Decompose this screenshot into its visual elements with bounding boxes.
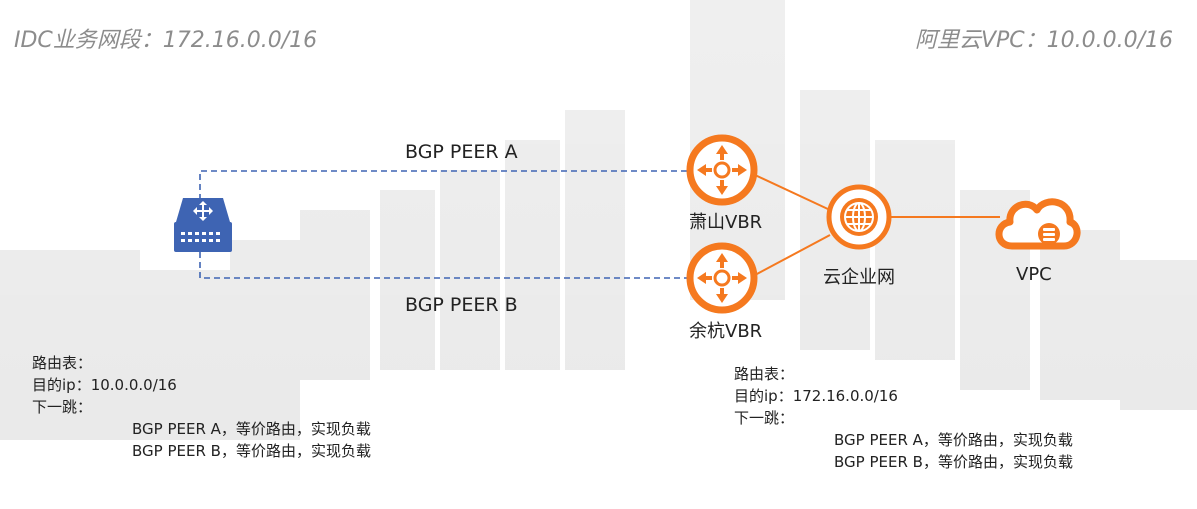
- bgp-peer-b-link: [199, 252, 688, 279]
- vpc-subnet-heading: 阿里云VPC：10.0.0.0/16: [914, 28, 1173, 53]
- idc-route-table: 路由表： 目的ip：10.0.0.0/16 下一跳： BGP PEER A，等价…: [32, 352, 371, 462]
- route-hop: BGP PEER B，等价路由，实现负载: [834, 453, 1073, 471]
- route-table-title: 路由表：: [32, 354, 93, 372]
- vbr-router-icon: [686, 134, 758, 206]
- vbr-xiaoshan-label: 萧山VBR: [689, 212, 763, 233]
- vbr-bottom-to-cen-link: [754, 234, 831, 276]
- route-hop: BGP PEER B，等价路由，实现负载: [132, 442, 371, 460]
- idc-subnet-heading: IDC业务网段：172.16.0.0/16: [14, 28, 318, 53]
- router-icon: [174, 198, 232, 252]
- cloud-route-table: 路由表： 目的ip：172.16.0.0/16 下一跳： BGP PEER A，…: [734, 363, 1073, 473]
- bgp-peer-a-label: BGP PEER A: [405, 141, 518, 163]
- route-next-hop-label: 下一跳：: [734, 409, 795, 427]
- bgp-peer-b-label: BGP PEER B: [405, 294, 518, 316]
- route-hop: BGP PEER A，等价路由，实现负载: [132, 420, 371, 438]
- cen-label: 云企业网: [823, 267, 895, 288]
- route-hop: BGP PEER A，等价路由，实现负载: [834, 431, 1073, 449]
- globe-icon: [826, 184, 892, 250]
- route-destination: 目的ip：172.16.0.0/16: [734, 387, 898, 405]
- vpc-label: VPC: [1016, 264, 1052, 285]
- vbr-router-icon: [686, 242, 758, 314]
- cloud-database-icon: [995, 198, 1081, 250]
- vbr-top-to-cen-link: [754, 174, 831, 211]
- route-table-title: 路由表：: [734, 365, 795, 383]
- route-destination: 目的ip：10.0.0.0/16: [32, 376, 177, 394]
- vbr-yuhang-label: 余杭VBR: [689, 321, 763, 342]
- bgp-peer-a-link: [199, 170, 688, 200]
- route-next-hop-label: 下一跳：: [32, 398, 93, 416]
